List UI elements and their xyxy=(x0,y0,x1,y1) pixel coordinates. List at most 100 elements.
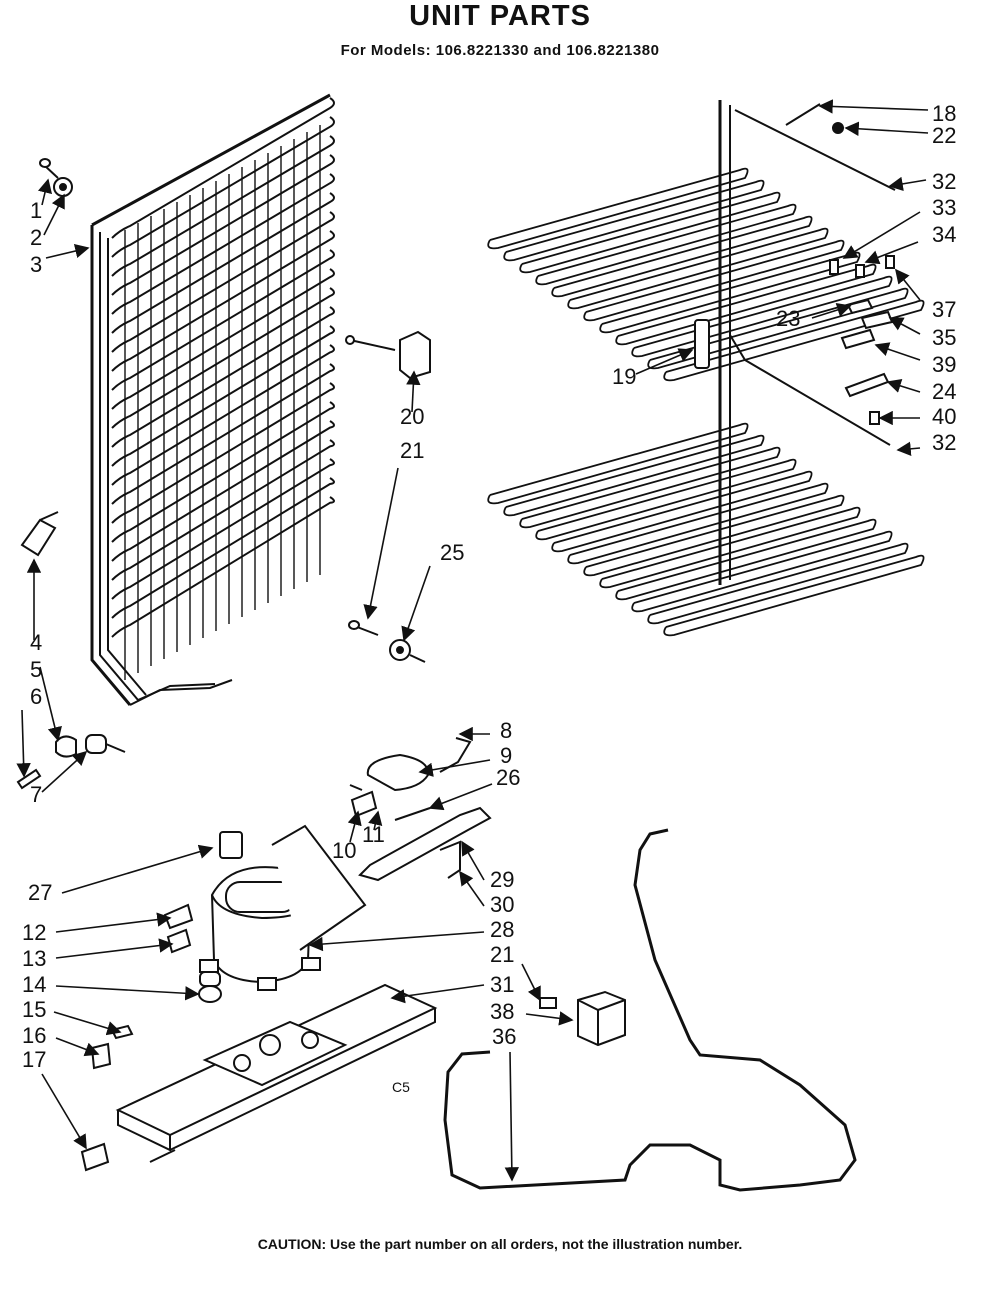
evaporator-coil xyxy=(487,100,925,637)
callout-leader-c21a xyxy=(363,467,399,620)
callout-number-c40: 40 xyxy=(932,404,956,429)
callout-number-c13: 13 xyxy=(22,946,46,971)
callout-leader-c9 xyxy=(418,759,491,777)
callout-leader-c37 xyxy=(895,268,921,301)
callout-leader-c30 xyxy=(459,870,485,907)
callout-leader-c25 xyxy=(401,565,431,642)
callout-number-c7: 7 xyxy=(30,782,42,807)
callout-number-c2: 2 xyxy=(30,225,42,250)
drier-parts-5-6-7 xyxy=(16,734,126,790)
callout-number-c37: 37 xyxy=(932,297,956,322)
callout-number-c18: 18 xyxy=(932,101,956,126)
callout-number-c21a: 21 xyxy=(400,438,424,463)
callout-leader-c2 xyxy=(43,193,65,236)
callout-number-c38: 38 xyxy=(490,999,514,1024)
evaporator-hardware xyxy=(694,103,895,425)
callout-leader-c27 xyxy=(61,844,214,894)
callout-leader-c19 xyxy=(635,348,694,375)
grommet-25 xyxy=(348,620,426,663)
compressor xyxy=(199,866,321,991)
callout-number-c22: 22 xyxy=(932,123,956,148)
callout-leader-c26 xyxy=(428,783,493,811)
callout-number-c33: 33 xyxy=(932,195,956,220)
callout-leader-c1 xyxy=(38,178,53,206)
callout-number-c8: 8 xyxy=(500,718,512,743)
callout-leader-c10 xyxy=(347,810,362,843)
callout-number-c27: 27 xyxy=(28,880,52,905)
callout-leader-c32a xyxy=(888,176,927,191)
callout-leader-c13 xyxy=(55,938,174,959)
callout-leader-c29 xyxy=(461,840,485,881)
callout-leader-c17 xyxy=(41,1073,87,1150)
callout-leader-c32b xyxy=(896,441,921,457)
compressor-base xyxy=(115,983,438,1163)
callout-number-c30: 30 xyxy=(490,892,514,917)
callout-number-c5: 5 xyxy=(30,657,42,682)
relay-overload-parts xyxy=(80,831,243,1172)
callout-number-c34: 34 xyxy=(932,222,956,247)
callout-number-c24: 24 xyxy=(932,379,956,404)
callout-leader-c20 xyxy=(406,370,421,413)
callout-leader-c24 xyxy=(886,378,921,393)
callout-leader-c33 xyxy=(842,211,921,259)
callout-leader-c31 xyxy=(390,984,485,1004)
condenser-coil xyxy=(90,93,335,706)
callout-leader-c35 xyxy=(888,317,921,335)
callout-number-c23: 23 xyxy=(776,306,800,331)
callout-leader-c23 xyxy=(811,302,852,319)
drier-and-tubing xyxy=(271,737,492,951)
clip-4 xyxy=(20,511,59,557)
grommet-2 xyxy=(53,177,73,197)
callout-leader-c18 xyxy=(818,99,929,114)
callout-leader-c15 xyxy=(53,1011,122,1036)
callout-number-c25: 25 xyxy=(440,540,464,565)
callout-number-c31: 31 xyxy=(490,972,514,997)
callout-leader-c16 xyxy=(55,1037,100,1057)
callout-leader-c7 xyxy=(41,750,88,793)
terminal-block-38 xyxy=(539,990,626,1047)
callout-number-c19: 19 xyxy=(612,364,636,389)
callout-number-c36: 36 xyxy=(492,1024,516,1049)
bracket-20 xyxy=(345,330,431,380)
callout-leader-c39 xyxy=(874,342,921,361)
callout-number-c35: 35 xyxy=(932,325,956,350)
callout-number-c39: 39 xyxy=(932,352,956,377)
callout-number-c26: 26 xyxy=(496,765,520,790)
callout-leader-c38 xyxy=(525,1011,574,1026)
callout-number-c17: 17 xyxy=(22,1047,46,1072)
callout-leader-c28 xyxy=(308,931,485,952)
callout-leader-c3 xyxy=(45,243,90,259)
mounting-screw-1 xyxy=(39,158,59,179)
callout-number-c20: 20 xyxy=(400,404,424,429)
callout-leader-c22 xyxy=(844,121,929,136)
callout-number-c3: 3 xyxy=(30,252,42,277)
callout-number-c6: 6 xyxy=(30,684,42,709)
callout-leader-c34 xyxy=(864,241,919,265)
callout-leader-c12 xyxy=(55,912,172,933)
callout-number-c15: 15 xyxy=(22,997,46,1022)
callout-number-c16: 16 xyxy=(22,1023,46,1048)
drain-heater-loop xyxy=(443,828,857,1192)
callout-number-c4: 4 xyxy=(30,630,42,655)
callout-number-c9: 9 xyxy=(500,743,512,768)
callout-number-c11: 11 xyxy=(362,822,385,847)
callout-number-c10: 10 xyxy=(332,838,356,863)
callout-labels: 1234567892610112930271213141516172821313… xyxy=(22,101,956,1072)
page-title: UNIT PARTS xyxy=(409,0,591,32)
callout-number-c32a: 32 xyxy=(932,169,956,194)
callout-number-c29: 29 xyxy=(490,867,514,892)
callout-number-c14: 14 xyxy=(22,972,46,997)
callout-leader-c14 xyxy=(55,985,200,1001)
callout-number-c21b: 21 xyxy=(490,942,514,967)
callout-leaders xyxy=(16,99,929,1182)
callout-leader-c5 xyxy=(39,666,62,742)
callout-number-c32b: 32 xyxy=(932,430,956,455)
caution-note: CAUTION: Use the part number on all orde… xyxy=(257,1236,743,1252)
code-mark: C5 xyxy=(392,1079,410,1095)
callout-leader-c6 xyxy=(16,709,31,778)
callout-leader-c36 xyxy=(504,1051,519,1182)
callout-leader-c11 xyxy=(368,810,383,831)
callout-number-c12: 12 xyxy=(22,920,46,945)
